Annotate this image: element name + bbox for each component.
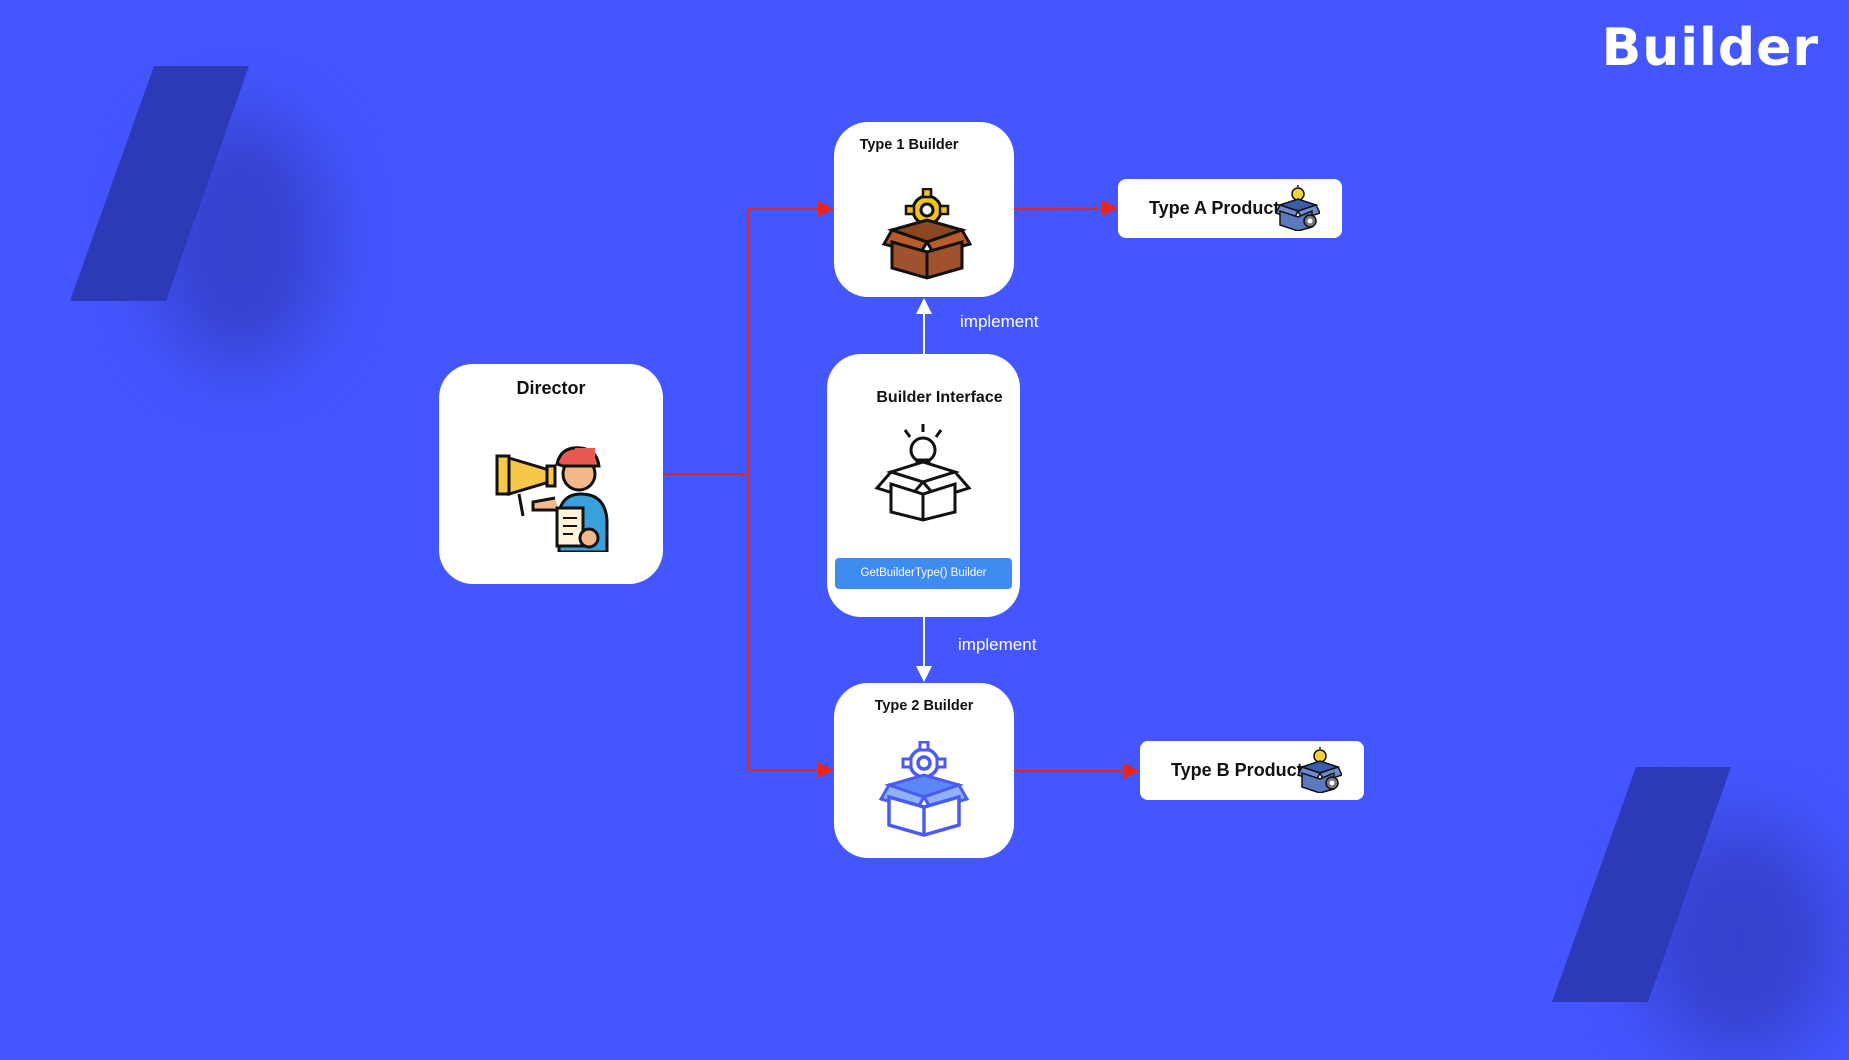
edge-type1-to-productA <box>1013 200 1118 217</box>
gear-box-brown-icon <box>881 187 973 285</box>
type-a-product-node[interactable]: Type A Product <box>1118 179 1342 238</box>
page-title: Builder <box>1601 18 1819 78</box>
decorative-stripe-bottom-right <box>1552 767 1731 1002</box>
type1-builder-node[interactable]: Type 1 Builder <box>834 122 1014 297</box>
builder-interface-title: Builder Interface <box>876 389 1003 406</box>
type1-builder-title: Type 1 Builder <box>859 137 959 153</box>
type-a-product-label: Type A Product <box>1149 198 1280 218</box>
implement-label-top: implement <box>960 312 1039 331</box>
megaphone-person-icon <box>493 436 609 557</box>
lightbulb-box-icon <box>873 422 973 527</box>
decorative-stripe-top-left <box>70 66 249 301</box>
gear-box-blue-icon <box>878 740 970 842</box>
builder-interface-node[interactable]: Builder Interface GetBuilderType() Build… <box>827 354 1020 617</box>
implement-label-bottom: implement <box>958 635 1037 654</box>
product-box-icon <box>1274 185 1322 236</box>
director-node[interactable]: Director <box>439 364 663 584</box>
type-b-product-node[interactable]: Type B Product <box>1140 741 1364 800</box>
director-title: Director <box>516 378 586 398</box>
get-builder-type-method[interactable]: GetBuilderType() Builder <box>835 558 1012 589</box>
product-box-icon <box>1296 747 1344 798</box>
type2-builder-title: Type 2 Builder <box>874 698 974 714</box>
type2-builder-node[interactable]: Type 2 Builder <box>834 683 1014 858</box>
type-b-product-label: Type B Product <box>1171 760 1303 780</box>
